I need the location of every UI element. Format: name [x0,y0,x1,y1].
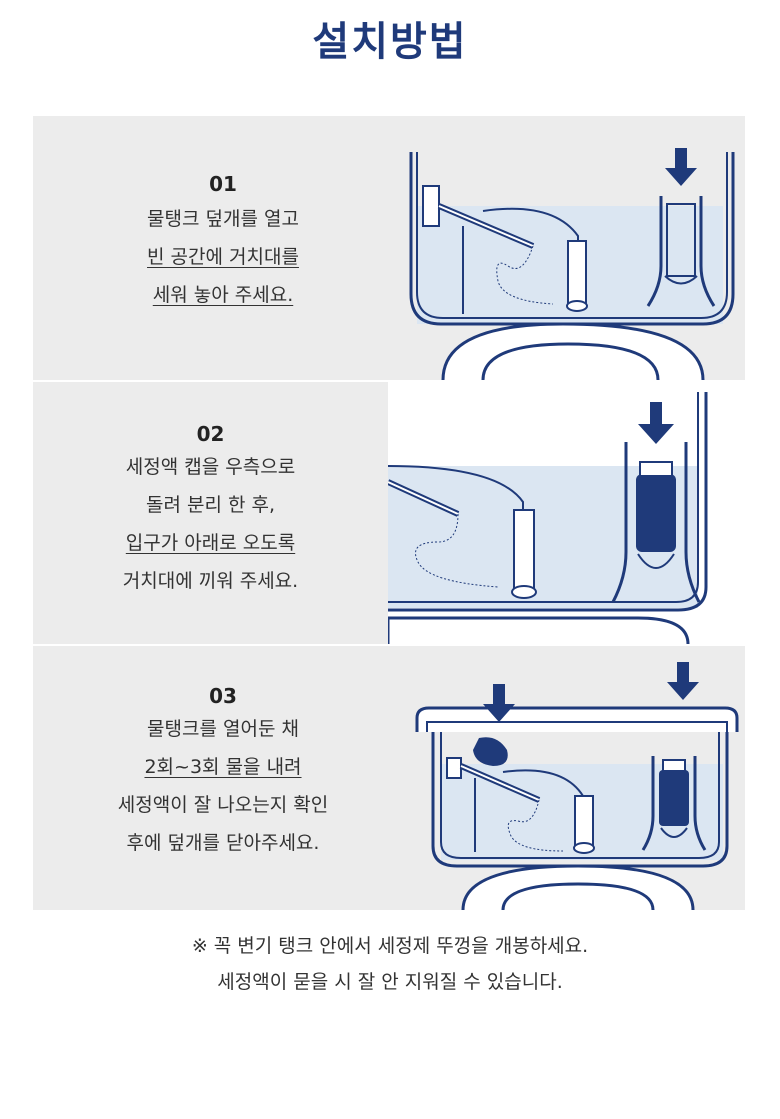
step-number: 01 [209,172,237,196]
tank-illustration-01 [409,148,735,380]
tank-illustration-02 [388,392,708,644]
step-line: 돌려 분리 한 후, [145,494,276,516]
down-arrow-icon [483,684,515,722]
step-line-underlined: 빈 공간에 거치대를 [147,246,299,268]
caution-notes: ※ 꼭 변기 탱크 안에서 세정제 뚜껑을 개봉하세요. 세정액이 묻을 시 잘… [0,928,780,1000]
step-text-01: 01 물탱크 덮개를 열고 빈 공간에 거치대를 세워 놓아 주세요. [33,116,413,380]
down-arrow-icon [665,148,697,186]
step-line: 세정액 캡을 우측으로 [125,456,296,478]
step-line: 세정액이 잘 나오는지 확인 [117,794,329,816]
step-line: 물탱크 덮개를 열고 [147,208,299,230]
down-arrow-icon [667,662,699,700]
step-text-02: 02 세정액 캡을 우측으로 돌려 분리 한 후, 입구가 아래로 오도록 거치… [33,382,388,644]
step-line-underlined: 세워 놓아 주세요. [152,284,294,306]
step-panel-01: 01 물탱크 덮개를 열고 빈 공간에 거치대를 세워 놓아 주세요. [33,116,745,380]
page-title: 설치방법 [312,19,468,65]
step-panel-02: 02 세정액 캡을 우측으로 돌려 분리 한 후, 입구가 아래로 오도록 거치… [33,382,745,644]
step-line-underlined: 2회~3회 물을 내려 [144,756,302,778]
step-line: 거치대에 끼워 주세요. [122,570,299,592]
step-line: 물탱크를 열어둔 채 [147,718,299,740]
step-number: 03 [209,684,237,708]
step-line-underlined: 입구가 아래로 오도록 [125,532,296,554]
tank-illustration-03 [415,662,739,910]
down-arrow-icon [638,402,674,444]
step-line: 후에 덮개를 닫아주세요. [126,832,320,854]
step-text-03: 03 물탱크를 열어둔 채 2회~3회 물을 내려 세정액이 잘 나오는지 확인… [33,646,413,910]
step-number: 02 [196,422,225,446]
caution-line: ※ 꼭 변기 탱크 안에서 세정제 뚜껑을 개봉하세요. [191,935,589,957]
caution-line: 세정액이 묻을 시 잘 안 지워질 수 있습니다. [217,971,563,993]
step-panel-03: 03 물탱크를 열어둔 채 2회~3회 물을 내려 세정액이 잘 나오는지 확인… [33,646,745,910]
